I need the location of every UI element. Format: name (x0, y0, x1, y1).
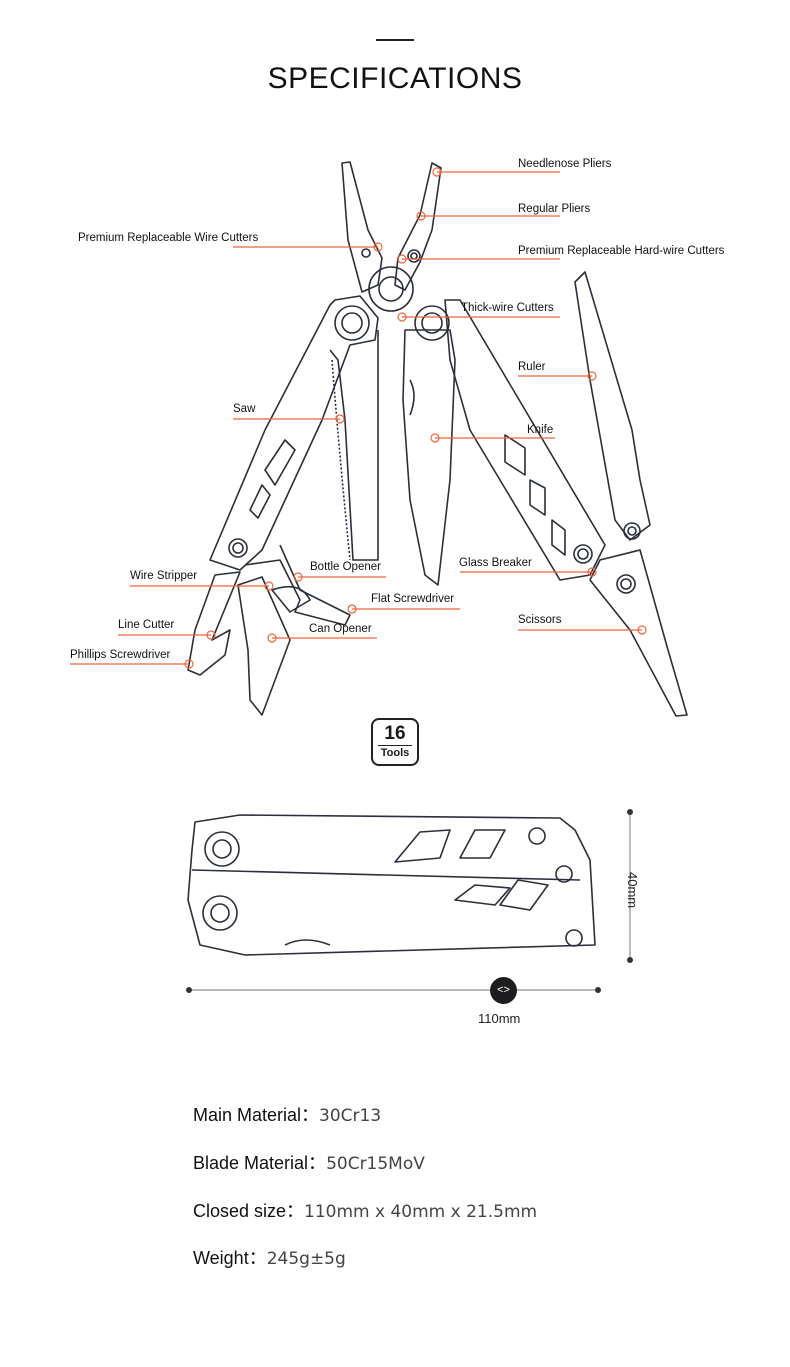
spec-blade-material: Blade Material：50Cr15MoV (193, 1149, 425, 1175)
dimension-endpoints (186, 809, 633, 993)
code-arrows-icon[interactable]: <> (490, 977, 517, 1004)
callout-phillips-screwdriver: Phillips Screwdriver (70, 649, 171, 661)
lower-tools-drawing (187, 544, 351, 716)
spec-value: 30Cr13 (319, 1106, 382, 1126)
callout-saw: Saw (233, 403, 256, 415)
dimension-lines (189, 812, 631, 991)
callout-knife: Knife (527, 424, 554, 436)
spec-label: Weight： (193, 1248, 267, 1268)
callout-wire-cutters: Premium Replaceable Wire Cutters (78, 232, 259, 244)
callout-needlenose-pliers: Needlenose Pliers (518, 158, 612, 170)
tool-count-label: Tools (378, 745, 412, 760)
title-accent-line (376, 39, 414, 41)
callout-flat-screwdriver: Flat Screwdriver (371, 593, 455, 605)
callout-wire-stripper: Wire Stripper (130, 570, 198, 582)
callout-glass-breaker: Glass Breaker (459, 557, 532, 569)
spec-label: Closed size： (193, 1201, 305, 1221)
page-title: SPECIFICATIONS (267, 62, 523, 95)
spec-main-material: Main Material：30Cr13 (193, 1101, 381, 1127)
right-handle-drawing (402, 299, 606, 586)
callout-line-cutter: Line Cutter (118, 619, 175, 631)
callout-bottle-opener: Bottle Opener (310, 561, 381, 573)
ruler-scissors-drawing (574, 271, 688, 717)
spec-value: 50Cr15MoV (326, 1154, 425, 1174)
spec-closed-size: Closed size：110mm x 40mm x 21.5mm (193, 1197, 537, 1223)
callout-can-opener: Can Opener (309, 623, 372, 635)
width-dimension-label: 110mm (478, 1011, 521, 1026)
callout-hardwire-cutters: Premium Replaceable Hard-wire Cutters (518, 245, 725, 257)
callout-lines (70, 167, 647, 669)
callout-regular-pliers: Regular Pliers (518, 203, 591, 215)
left-handle-drawing (209, 295, 379, 571)
spec-weight: Weight：245g±5g (193, 1244, 346, 1270)
pliers-drawing (341, 161, 442, 312)
spec-value: 110mm x 40mm x 21.5mm (304, 1202, 538, 1222)
callout-thickwire-cutters: Thick-wire Cutters (461, 302, 554, 314)
tool-count-badge: 16 Tools (371, 718, 419, 766)
spec-value: 245g±5g (266, 1249, 346, 1269)
height-dimension-label: 40mm (625, 872, 640, 909)
spec-label: Main Material： (193, 1105, 320, 1125)
callout-scissors: Scissors (518, 614, 562, 626)
tool-count: 16 (384, 723, 406, 744)
closed-tool-drawing (187, 814, 596, 956)
callout-ruler: Ruler (518, 361, 546, 373)
spec-label: Blade Material： (193, 1153, 327, 1173)
